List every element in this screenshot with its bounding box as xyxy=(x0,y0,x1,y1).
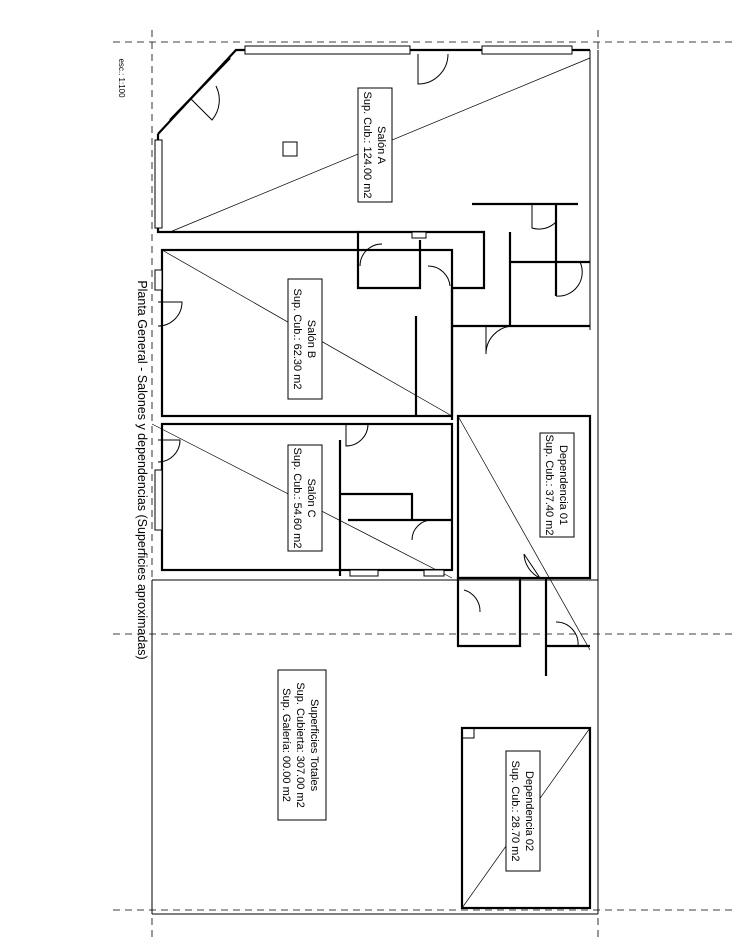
door xyxy=(523,553,542,580)
room-label-salon-b: Salón B Sup. Cub.: 62.30 m2 xyxy=(287,278,323,400)
room-area: Sup. Cub.: 124.00 m2 xyxy=(361,91,373,198)
door xyxy=(555,621,579,647)
room-label-salon-c: Salón C Sup. Cub.: 54.60 m2 xyxy=(287,444,323,552)
room-area: Sup. Cub.: 62.30 m2 xyxy=(291,289,303,390)
window xyxy=(154,139,163,229)
drawing-title: Planta General - Salones y dependencias … xyxy=(135,280,149,659)
room-label-dependencia-01: Dependencia 01 Sup. Cub.: 37.40 m2 xyxy=(539,432,575,538)
door xyxy=(463,589,481,613)
totals-covered: Sup. Cubierta: 307.00 m2 xyxy=(294,682,306,807)
door xyxy=(427,265,451,287)
door xyxy=(345,423,369,447)
dependencia-01 xyxy=(456,414,592,676)
title-block: Planta General - Salones y dependencias … xyxy=(135,280,149,659)
door xyxy=(485,325,513,355)
room-name: Salón A xyxy=(375,126,387,165)
door xyxy=(157,301,183,327)
door xyxy=(157,439,181,463)
scale-block: esc.: 1:100 xyxy=(117,58,126,98)
totals-title: Superficies Totales xyxy=(308,699,320,792)
room-name: Salón B xyxy=(305,320,317,359)
door xyxy=(555,261,583,297)
door xyxy=(359,243,383,267)
room-name: Salón C xyxy=(305,478,317,517)
room-label-salon-a: Salón A Sup. Cub.: 124.00 m2 xyxy=(357,87,393,203)
room-name: Dependencia 01 xyxy=(557,445,569,525)
totals-gallery: Sup. Galería: 00.00 m2 xyxy=(280,688,292,802)
drawing-scale: esc.: 1:100 xyxy=(117,58,126,98)
totals-block: Superficies Totales Sup. Cubierta: 307.0… xyxy=(277,669,327,821)
room-area: Sup. Cub.: 28.70 m2 xyxy=(509,761,521,862)
dependencia-01-diagonal xyxy=(457,415,591,651)
door xyxy=(417,53,449,85)
small-rooms-a xyxy=(452,204,590,355)
lot-outline xyxy=(151,50,599,915)
room-area: Sup. Cub.: 37.40 m2 xyxy=(543,435,555,536)
room-name: Dependencia 02 xyxy=(523,771,535,851)
salon-a xyxy=(154,45,591,330)
reference-lines xyxy=(113,30,734,940)
window xyxy=(244,45,411,55)
room-area: Sup. Cub.: 54.60 m2 xyxy=(291,448,303,549)
column xyxy=(282,141,298,157)
window xyxy=(481,45,573,55)
door xyxy=(189,85,220,121)
door xyxy=(531,204,557,230)
door xyxy=(411,519,433,541)
room-label-dependencia-02: Dependencia 02 Sup. Cub.: 28.70 m2 xyxy=(505,750,541,872)
